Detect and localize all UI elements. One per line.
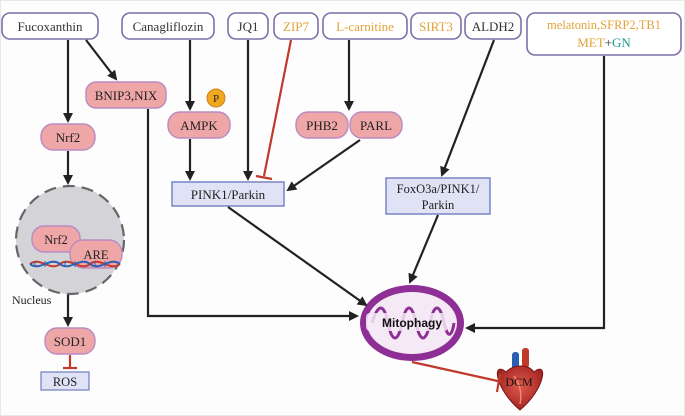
ros-label: ROS (53, 375, 77, 389)
node-ampk: AMPK (167, 111, 231, 139)
nrf2-inner-node (31, 225, 81, 253)
node-jq1: JQ1 (227, 12, 269, 40)
nrf2-inner-label: Nrf2 (44, 233, 68, 247)
nrf2-label: Nrf2 (56, 130, 81, 145)
sirt3-label: SIRT3 (419, 19, 453, 34)
arrow-foxo3a-mitophagy (408, 214, 440, 284)
node-melatonin-met-gn: melatonin,SFRP2,TB1 MET+GN (526, 12, 682, 56)
inhibit-zip7-bar (255, 174, 273, 181)
node-ros: ROS (40, 371, 90, 391)
p-label: P (213, 93, 219, 105)
nucleus: Nrf2 ARE (14, 184, 126, 296)
arrow-fucoxanthin-bnip3 (85, 39, 118, 81)
met-label: MET (577, 35, 605, 50)
canagliflozin-label: Canagliflozin (133, 19, 204, 34)
aldh2-label: ALDH2 (472, 19, 515, 34)
node-sirt3: SIRT3 (410, 12, 462, 40)
arrow-aldh2-foxo3a (440, 39, 496, 177)
pathway-arrows (63, 39, 606, 333)
mitochondrion-icon: Mitophagy (360, 285, 464, 361)
foxo3a-line1: FoxO3a/PINK1/ (397, 182, 480, 196)
lcarnitine-label: L-carnitine (336, 19, 394, 34)
node-aldh2: ALDH2 (464, 12, 522, 40)
arrow-bnip3-mitophagy (146, 109, 359, 321)
inhibit-mitophagy-dcm (411, 360, 503, 384)
mitophagy-label: Mitophagy (382, 316, 442, 330)
bnip3-label: BNIP3,NIX (95, 88, 158, 103)
fucoxanthin-label: Fucoxanthin (18, 19, 83, 34)
dna-helix-icon (29, 260, 121, 268)
node-bnip3-nix: BNIP3,NIX (85, 81, 167, 109)
node-sod1: SOD1 (44, 327, 96, 355)
arrow-parl-pink1 (286, 139, 361, 192)
node-canagliflozin: Canagliflozin (121, 12, 215, 40)
node-pink1-parkin: PINK1/Parkin (171, 181, 285, 207)
nucleus-label: Nucleus (12, 293, 52, 307)
parl-label: PARL (360, 118, 392, 133)
inhibit-zip7-pink1 (262, 39, 293, 177)
node-parl: PARL (349, 111, 403, 139)
node-lcarnitine: L-carnitine (322, 12, 408, 40)
jq1-label: JQ1 (238, 19, 259, 34)
node-zip7: ZIP7 (273, 12, 319, 40)
heart-icon (497, 348, 543, 411)
plus-label: + (605, 35, 612, 50)
svg-text:MET+GN: MET+GN (577, 35, 631, 50)
zip7-label: ZIP7 (283, 19, 310, 34)
phb2-label: PHB2 (306, 118, 338, 133)
node-foxo3a: FoxO3a/PINK1/ Parkin (385, 177, 491, 215)
sod1-label: SOD1 (54, 334, 87, 349)
dcm-label: DCM (505, 375, 533, 389)
melatonin-label: melatonin,SFRP2,TB1 (547, 18, 661, 32)
node-nrf2: Nrf2 (40, 123, 96, 151)
foxo3a-line2: Parkin (422, 198, 455, 212)
arrow-pink1-mitophagy (227, 206, 368, 307)
ampk-label: AMPK (180, 118, 218, 133)
gn-label: GN (612, 35, 631, 50)
are-label: ARE (84, 248, 109, 262)
node-phb2: PHB2 (295, 111, 349, 139)
inhibit-dcm-bar (495, 373, 502, 393)
node-fucoxanthin: Fucoxanthin (1, 12, 99, 40)
pink1-parkin-label: PINK1/Parkin (191, 187, 266, 202)
p-phospho-badge: P (206, 88, 226, 108)
arrow-met-mitophagy (465, 56, 606, 333)
inhibition-lines (63, 39, 503, 393)
